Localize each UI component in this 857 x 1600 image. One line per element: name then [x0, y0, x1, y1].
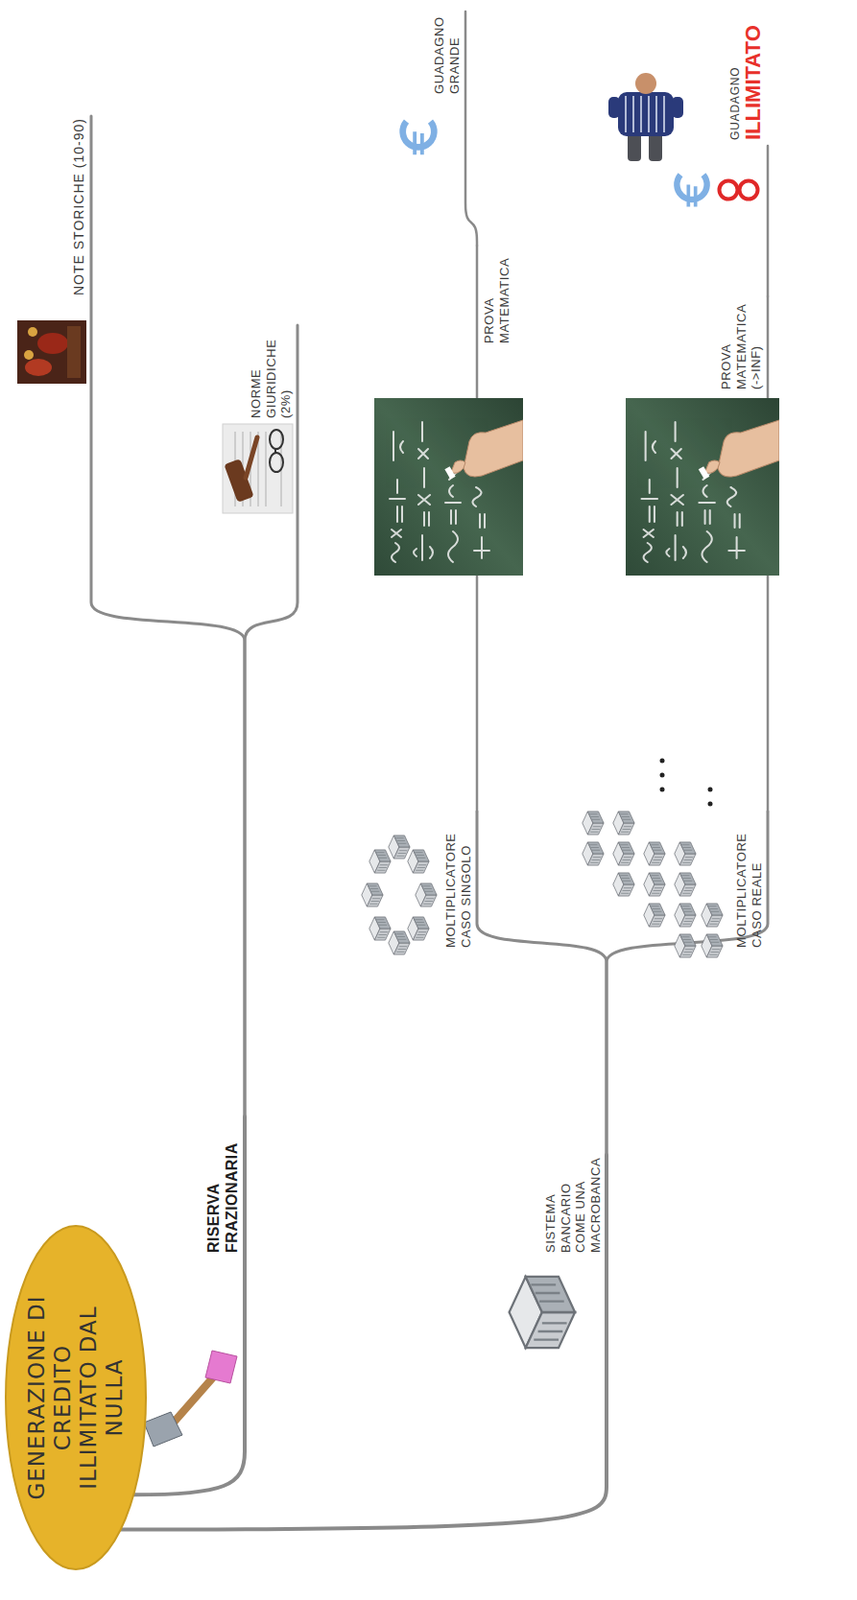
- bank-cluster: [613, 873, 635, 897]
- bank-ring: [369, 850, 391, 874]
- bank-cluster: [660, 759, 666, 764]
- bank-ring: [407, 917, 429, 941]
- topic-node: RISERVA FRAZIONARIA: [204, 1118, 241, 1254]
- historic-painting: [37, 333, 69, 355]
- bank-cluster: [613, 842, 635, 866]
- gavel-picture: [269, 429, 284, 450]
- topic-label: SISTEMA BANCARIO COME UNA MACROBANCA: [543, 1157, 603, 1254]
- bank-ring: [369, 917, 391, 941]
- bank-cluster: [643, 904, 666, 928]
- bank-cluster: [708, 802, 714, 808]
- axe-icon: [143, 1412, 183, 1448]
- topic-node: PROVA MATEMATICA: [481, 247, 512, 344]
- euro-icon: [676, 174, 707, 207]
- rich-man-figure: [608, 96, 620, 119]
- historic-painting: [24, 358, 52, 377]
- root-ellipse: GENERAZIONE DI CREDITO ILLIMITATO DAL NU…: [3, 1224, 148, 1572]
- branch-line: [465, 11, 477, 246]
- topic-label: MOLTIPLICATORE CASO SINGOLO: [443, 813, 474, 949]
- topic-node: PROVA MATEMATICA (->INF): [718, 298, 764, 390]
- bank-cluster: [674, 842, 696, 866]
- bank-cluster: [701, 934, 723, 958]
- gavel-picture: [269, 452, 284, 473]
- topic-label: NOTE STORICHE (10-90): [71, 118, 88, 296]
- branch-line: [120, 1155, 607, 1531]
- bank-cluster: [660, 787, 666, 793]
- rich-man-figure: [618, 92, 674, 137]
- infinity-symbol: [719, 181, 738, 200]
- chalkboard-photo: [374, 398, 524, 576]
- bank-ring: [361, 883, 383, 907]
- topic-node: NOTE STORICHE (10-90): [71, 118, 88, 296]
- bank-ring: [388, 835, 410, 859]
- historic-painting: [17, 320, 87, 384]
- axe-icon: [205, 1351, 238, 1384]
- bank-ring: [407, 850, 429, 874]
- branch-line: [476, 811, 607, 1156]
- topic-label: ILLIMITATO: [741, 24, 764, 141]
- infinity-symbol: [719, 181, 759, 200]
- root-title: GENERAZIONE DI CREDITO ILLIMITATO DAL NU…: [23, 1283, 129, 1514]
- topic-label: PROVA MATEMATICA: [481, 247, 512, 344]
- euro-icon: [403, 121, 435, 156]
- ellipse-shape: [5, 1226, 146, 1571]
- gavel-picture: [274, 449, 277, 453]
- historic-painting: [27, 327, 38, 337]
- bank-cluster: [643, 873, 666, 897]
- bank-cluster: [613, 811, 635, 835]
- chalkboard-photo: [625, 398, 780, 576]
- topic-label: RISERVA FRAZIONARIA: [204, 1118, 241, 1254]
- euro-icon: [403, 121, 435, 156]
- branch-line: [766, 145, 770, 297]
- rich-man-figure: [608, 72, 684, 162]
- chalkboard-photo: [374, 398, 524, 576]
- topic-label: PROVA MATEMATICA (->INF): [718, 298, 764, 390]
- rich-man-figure: [625, 95, 665, 133]
- bank-cluster: [674, 904, 696, 928]
- bank-cluster: [643, 842, 666, 866]
- rich-man-figure: [627, 132, 642, 162]
- rich-man-figure: [671, 96, 684, 119]
- historic-painting: [67, 326, 81, 379]
- bank-cluster: [701, 904, 723, 928]
- topic-node: MOLTIPLICATORE CASO SINGOLO: [443, 813, 474, 949]
- axe-icon: [143, 1351, 238, 1448]
- topic-label: GUADAGNO: [728, 24, 742, 141]
- bank-cluster: [674, 934, 696, 958]
- macrobank-building: [509, 1277, 576, 1349]
- bank-cluster: [674, 873, 696, 897]
- rich-man-figure: [635, 72, 657, 95]
- bank-cluster: [582, 811, 604, 835]
- euro-icon: [676, 174, 707, 207]
- bank-cluster: [660, 773, 666, 779]
- gavel-picture: [222, 424, 293, 514]
- branch-line: [606, 811, 768, 1156]
- bank-cluster: [582, 759, 723, 959]
- historic-painting: [23, 350, 34, 360]
- topic-label: NORME GIURIDICHE (2%): [248, 327, 294, 419]
- bank-ring: [361, 835, 437, 955]
- bank-ring: [415, 883, 437, 907]
- macrobank-building: [509, 1277, 576, 1349]
- topic-label: GUADAGNO GRANDE: [431, 13, 462, 95]
- topic-node: SISTEMA BANCARIO COME UNA MACROBANCA: [543, 1157, 603, 1254]
- gavel-picture: [245, 437, 258, 478]
- bank-cluster: [708, 787, 714, 793]
- infinity-symbol: [739, 181, 759, 200]
- bank-ring: [388, 931, 410, 955]
- historic-painting: [17, 320, 87, 384]
- branch-line: [133, 1117, 245, 1496]
- bank-cluster: [582, 842, 604, 866]
- topic-label: MOLTIPLICATORE CASO REALE: [734, 813, 764, 949]
- gavel-picture: [222, 424, 293, 514]
- topic-node: GUADAGNOILLIMITATO: [728, 24, 764, 141]
- topic-node: GUADAGNO GRANDE: [431, 13, 462, 95]
- branch-line: [91, 116, 245, 1118]
- topic-node: NORME GIURIDICHE (2%): [248, 327, 294, 419]
- rich-man-figure: [648, 132, 663, 162]
- chalkboard-photo: [625, 398, 780, 576]
- topic-node: MOLTIPLICATORE CASO REALE: [734, 813, 764, 949]
